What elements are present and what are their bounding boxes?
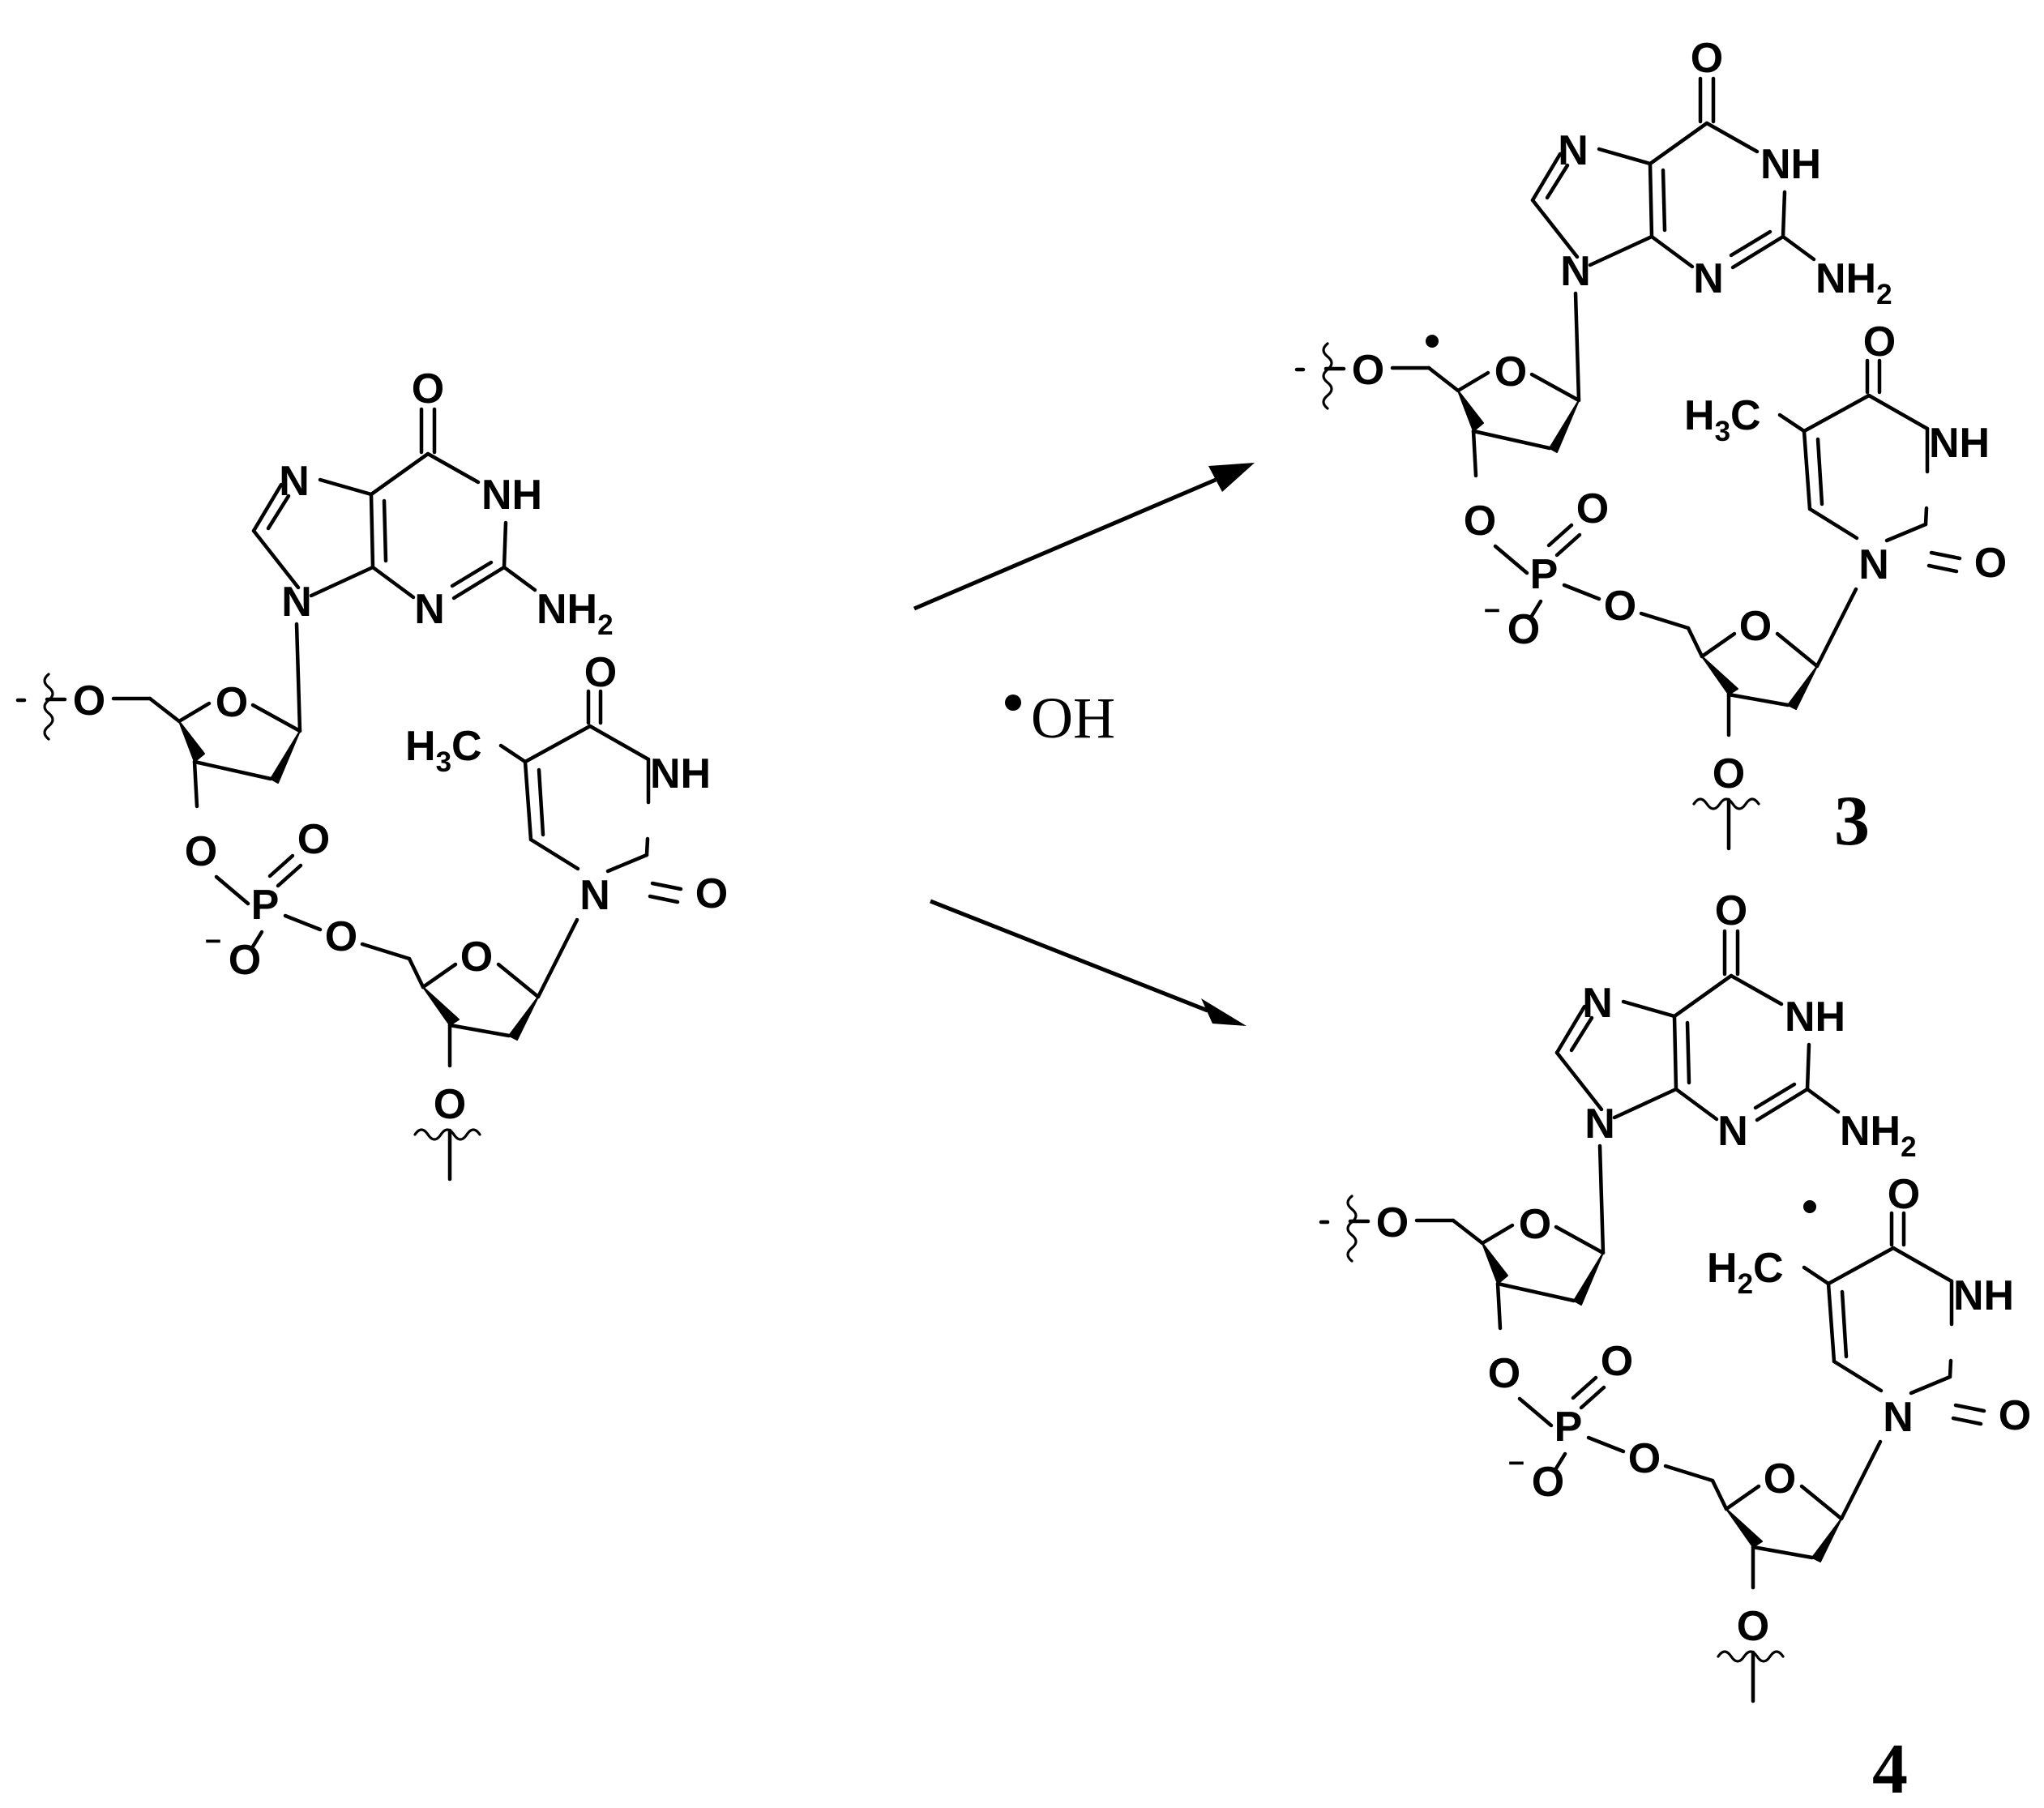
- product-4: H2C: [1321, 887, 2031, 1701]
- arrow-to-product-3: [913, 463, 1255, 611]
- reagent-hydroxyl-radical: OH: [1005, 686, 1115, 750]
- arrow-to-product-4: [930, 899, 1246, 1026]
- compound-label-3: 3: [1834, 782, 1870, 861]
- product-3: H3C: [1297, 35, 2007, 848]
- methyl-group: H3C: [1684, 392, 1761, 447]
- compound-label-4: 4: [1872, 1730, 1908, 1808]
- reagent-formula: OH: [1031, 686, 1115, 750]
- methyl-radical-dot: [1803, 1200, 1816, 1213]
- starting-dinucleotide: H3C: [18, 365, 728, 1179]
- methyl-group: H3C: [405, 723, 482, 778]
- sugar-radical-dot: [1426, 335, 1439, 348]
- methylene-group: H2C: [1707, 1245, 1784, 1300]
- reagent-radical-dot: [1005, 695, 1021, 711]
